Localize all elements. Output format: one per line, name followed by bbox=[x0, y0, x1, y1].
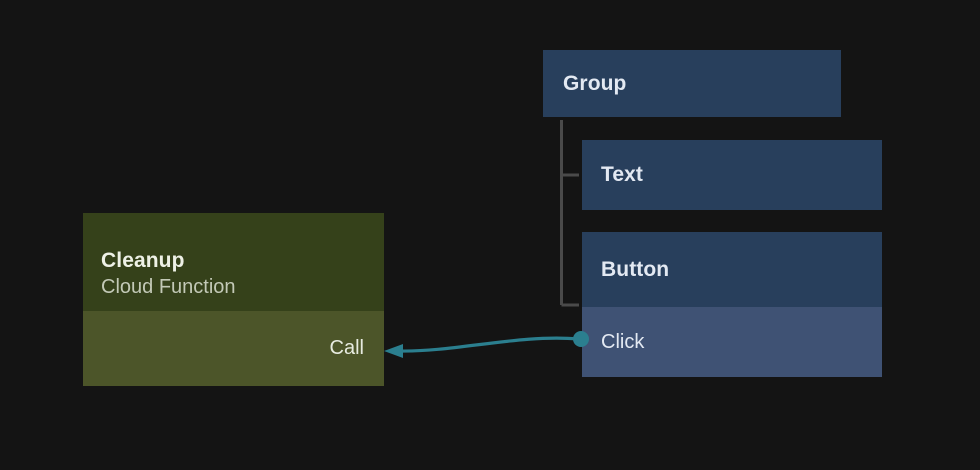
edge-path bbox=[398, 336, 580, 353]
port-label-click: Click bbox=[601, 330, 645, 353]
node-cleanup-port-call[interactable]: Call bbox=[83, 311, 384, 386]
group-tree-connector bbox=[560, 120, 579, 307]
node-group-title: Group bbox=[563, 71, 627, 95]
node-button-header: Button bbox=[582, 232, 882, 307]
node-cleanup-header: Cleanup Cloud Function bbox=[83, 213, 384, 311]
node-button-port-click[interactable]: Click bbox=[582, 307, 882, 377]
node-text-header: Text bbox=[582, 140, 882, 210]
node-button[interactable]: Button Click bbox=[582, 232, 882, 377]
node-text-title: Text bbox=[601, 163, 644, 186]
edge-source-dot-icon[interactable] bbox=[573, 331, 589, 347]
port-label-call: Call bbox=[329, 337, 364, 359]
node-cleanup-cloud-function[interactable]: Cleanup Cloud Function Call bbox=[83, 213, 384, 386]
node-button-title: Button bbox=[601, 257, 670, 281]
node-text[interactable]: Text bbox=[582, 140, 882, 210]
node-cleanup-subtitle: Cloud Function bbox=[101, 275, 236, 298]
node-group[interactable]: Group bbox=[543, 50, 841, 117]
node-cleanup-title: Cleanup bbox=[101, 248, 185, 272]
node-group-header: Group bbox=[543, 50, 841, 117]
edge-arrowhead-icon bbox=[384, 344, 403, 358]
